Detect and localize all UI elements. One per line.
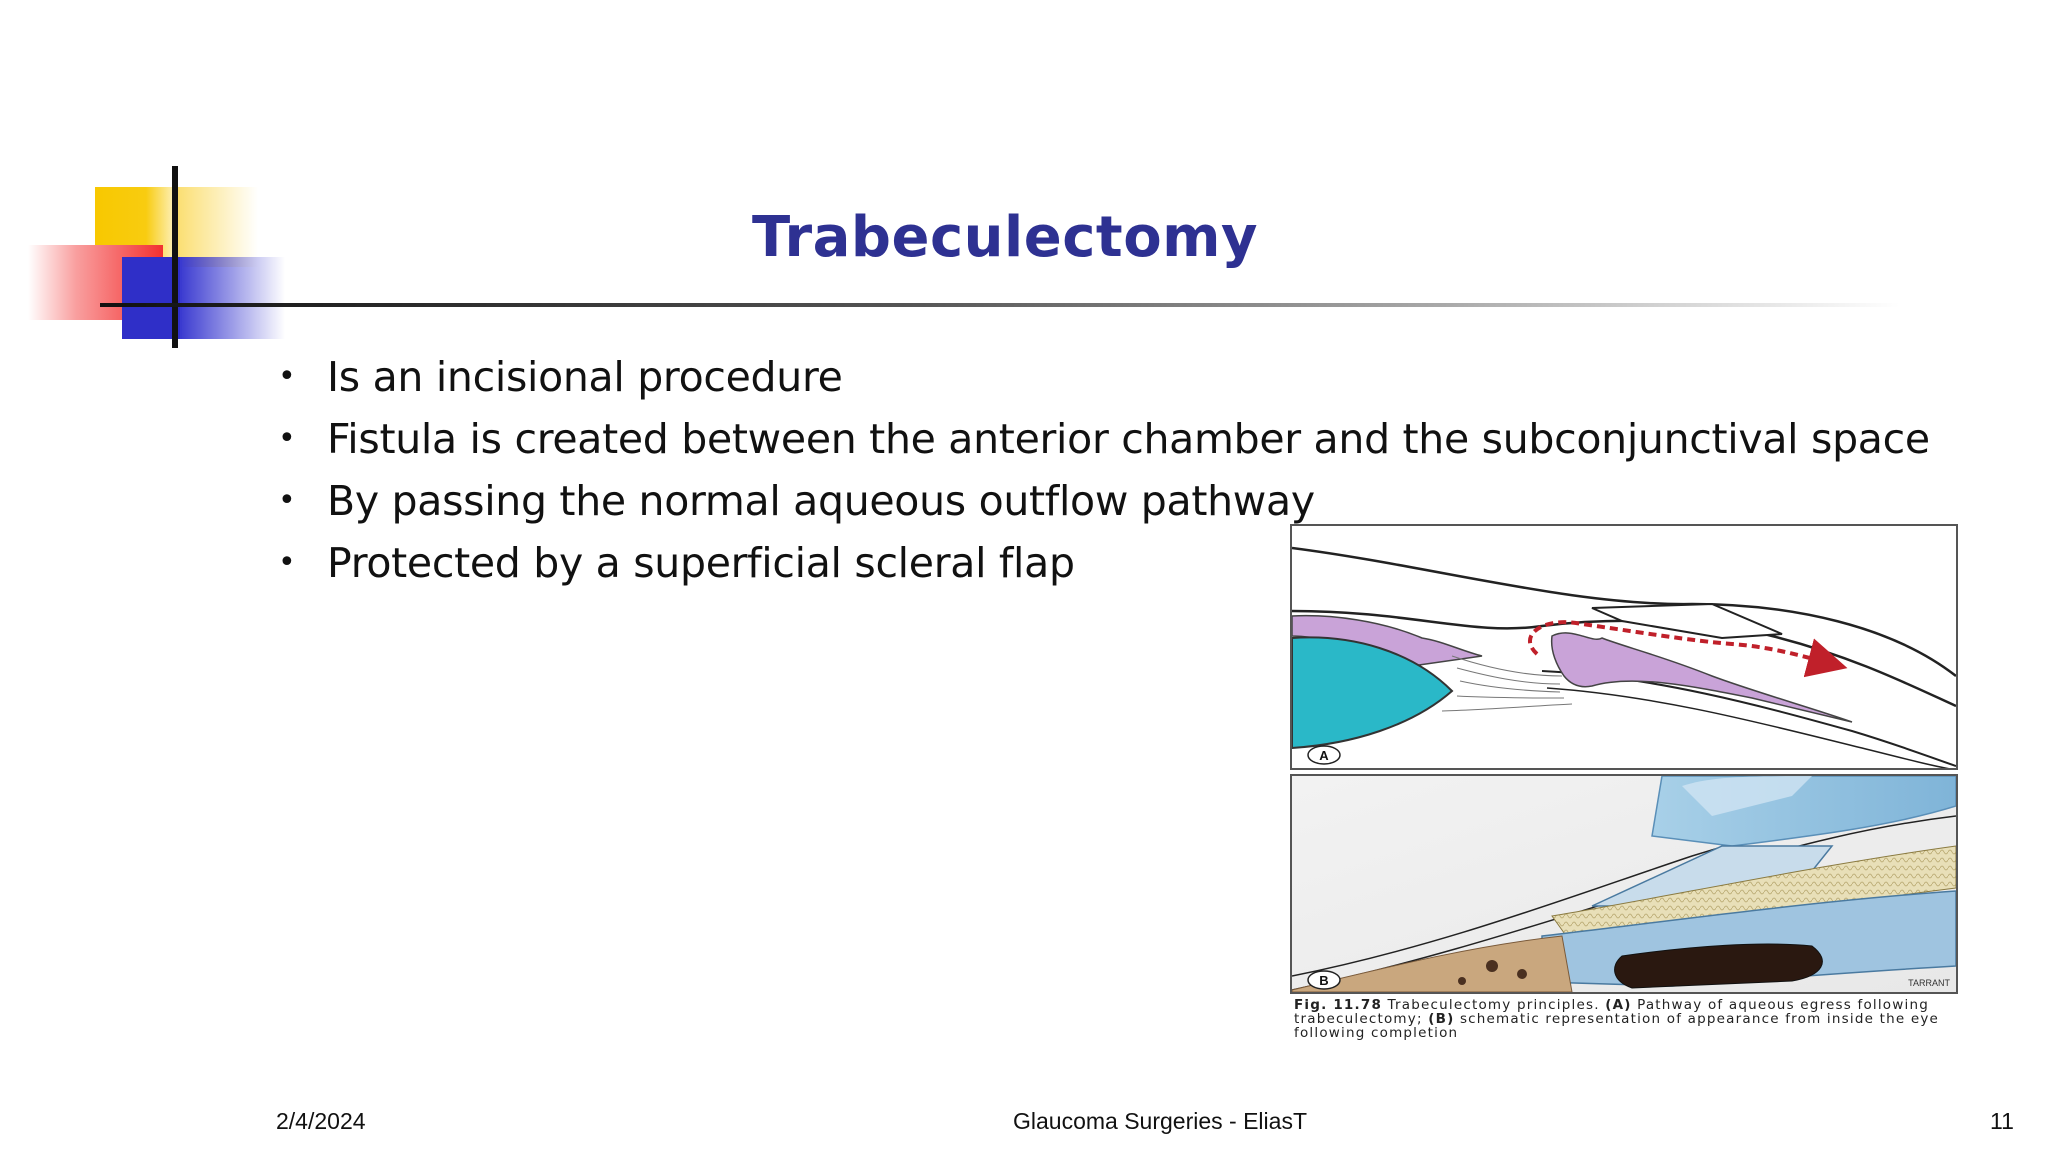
panel-a-label-badge <box>1307 745 1341 765</box>
panel-a-label: A <box>1319 748 1329 763</box>
caption-title: Trabeculectomy principles. <box>1387 997 1600 1013</box>
scleral-flap-illustration: B TARRANT <box>1292 776 1956 992</box>
bullet-item: • Fistula is created between the anterior… <box>278 408 1930 470</box>
logo-vertical-line <box>172 166 178 348</box>
bullet-text: Is an incisional procedure <box>327 353 843 401</box>
bullet-list: • Is an incisional procedure • Fistula is … <box>278 346 1930 594</box>
caption-a-text: Pathway of aqueous egress following trab… <box>1294 997 1929 1027</box>
bullet-text: By passing the normal aqueous outflow pa… <box>327 477 1315 525</box>
logo-yellow-fade <box>178 187 258 267</box>
footer-title: Glaucoma Surgeries - EliasT <box>1013 1108 1307 1134</box>
bullet-dot: • <box>278 359 296 394</box>
bullet-item: • By passing the normal aqueous outflow p… <box>278 470 1930 532</box>
caption-b-text: schematic representation of appearance f… <box>1294 1011 1940 1041</box>
panel-b-label: B <box>1319 973 1328 988</box>
logo-blue-fade <box>180 257 285 339</box>
bullet-dot: • <box>278 545 296 580</box>
bullet-item: • Protected by a superficial scleral flap <box>278 532 1930 594</box>
slide-number: 11 <box>1990 1108 2014 1134</box>
bullet-dot: • <box>278 421 296 456</box>
figure-caption: Fig. 11.78 Trabeculectomy principles. (A… <box>1294 998 1958 1040</box>
slide-title: Trabeculectomy <box>751 205 1259 270</box>
figure-panel-a: A <box>1290 524 1958 770</box>
panel-b-label-badge <box>1307 970 1341 990</box>
caption-b-label: (B) <box>1428 1011 1455 1027</box>
artist-signature: TARRANT <box>1908 978 1950 988</box>
caption-a-label: (A) <box>1605 997 1632 1013</box>
aqueous-pathway-illustration: A <box>1292 546 1956 768</box>
figure-panel-b: B TARRANT <box>1290 774 1958 994</box>
bullet-item: • Is an incisional procedure <box>278 346 1930 408</box>
trabeculectomy-figure: A <box>1290 524 1960 1044</box>
title-underline-rule <box>100 303 1900 307</box>
bullet-text: Fistula is created between the anterior … <box>327 415 1930 463</box>
footer-date: 2/4/2024 <box>276 1108 366 1134</box>
bullet-dot: • <box>278 483 296 518</box>
bullet-text: Protected by a superficial scleral flap <box>327 539 1075 587</box>
decorative-logo <box>0 0 320 360</box>
caption-fig-number: Fig. 11.78 <box>1294 997 1383 1013</box>
